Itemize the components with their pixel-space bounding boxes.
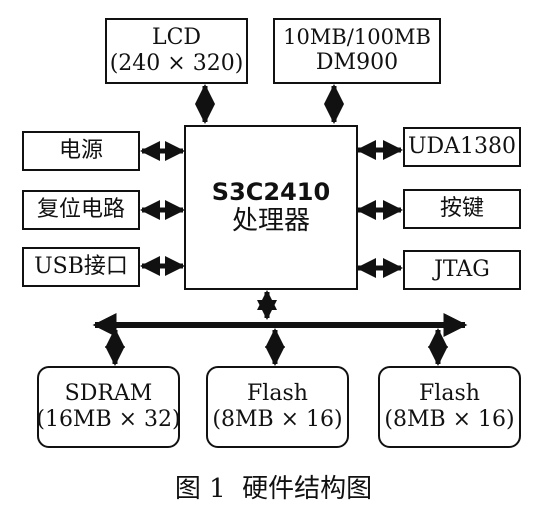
flash1-title: Flash (247, 380, 308, 406)
audio-label: UDA1380 (407, 133, 517, 159)
audio-box: UDA1380 (403, 127, 521, 167)
sdram-size: (16MB × 32) (36, 407, 181, 432)
flash1-box: Flash (8MB × 16) (206, 366, 349, 448)
flash2-title: Flash (419, 380, 480, 406)
lcd-title: LCD (151, 24, 202, 50)
cpu-model: S3C2410 (211, 177, 331, 206)
usb-label: USB接口 (34, 253, 128, 279)
flash2-box: Flash (8MB × 16) (378, 366, 521, 448)
ethernet-box: 10MB/100MB DM900 (273, 18, 441, 84)
figure-caption: 图 1 硬件结构图 (174, 474, 373, 504)
sdram-box: SDRAM (16MB × 32) (36, 366, 181, 448)
keys-label: 按键 (439, 195, 484, 221)
flash2-size: (8MB × 16) (384, 407, 515, 432)
reset-label: 复位电路 (36, 196, 125, 222)
usb-box: USB接口 (22, 247, 140, 287)
lcd-resolution: (240 × 320) (109, 51, 244, 76)
ethernet-chip: DM900 (315, 50, 399, 76)
power-label: 电源 (58, 137, 103, 163)
keys-box: 按键 (403, 189, 521, 229)
ethernet-speed: 10MB/100MB (283, 25, 431, 50)
jtag-label: JTAG (434, 256, 490, 282)
flash1-size: (8MB × 16) (212, 407, 343, 432)
cpu-box: S3C2410 处理器 (184, 125, 358, 290)
reset-box: 复位电路 (22, 190, 140, 230)
cpu-label: 处理器 (231, 206, 310, 237)
sdram-title: SDRAM (64, 380, 153, 406)
lcd-box: LCD (240 × 320) (105, 18, 248, 84)
power-box: 电源 (22, 131, 140, 171)
jtag-box: JTAG (403, 250, 521, 290)
